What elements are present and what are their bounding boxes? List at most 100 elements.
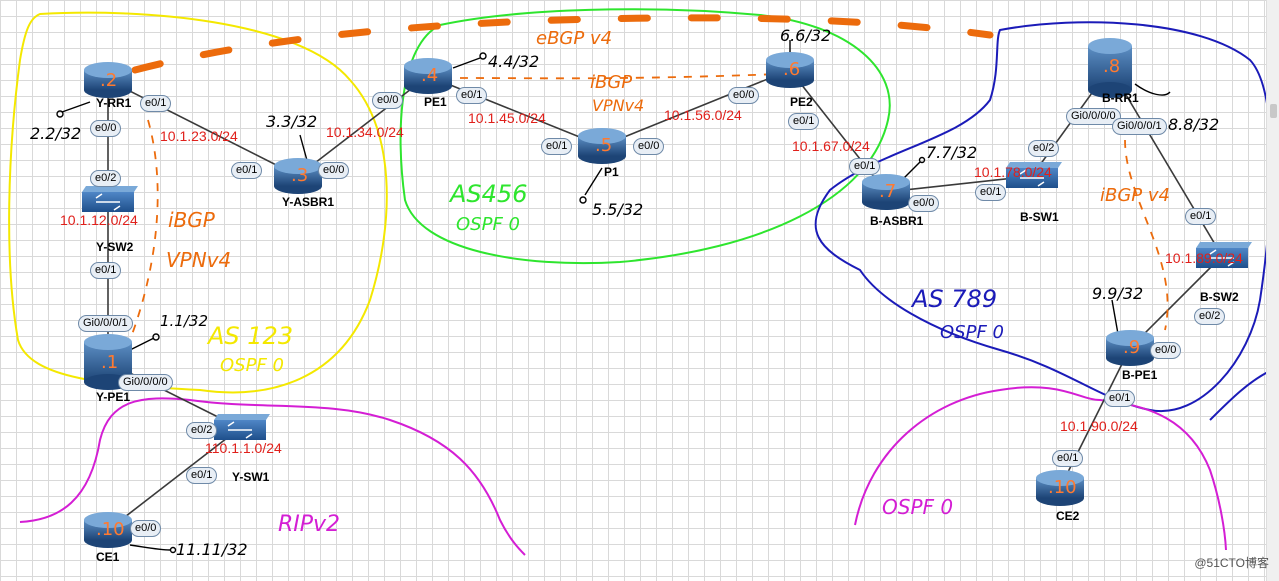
port-b-rr1-gi0-0-0-1: Gi0/0/0/1 [1112,118,1167,135]
router-pe2[interactable] [766,52,814,88]
badge-y-pe1: .1 [101,352,119,373]
port-y-sw2-e0-1: e0/1 [90,262,122,279]
ospf-bottom-label: OSPF 0 [882,495,954,519]
badge-ce1: .10 [96,519,125,540]
lo-ce1: 11.11/32 [176,540,248,559]
net-10-1-45: 10.1.45.0/24 [468,110,546,126]
port-y-asbr1-e0-0: e0/0 [318,162,350,179]
ospf-bottom-outline-right [1209,369,1273,421]
label-b-pe1: B-PE1 [1122,368,1158,382]
badge-pe1: .4 [421,65,439,86]
label-y-asbr1: Y-ASBR1 [282,195,335,209]
as789-label: AS 789 [912,285,998,313]
switch-y-sw2[interactable] [82,186,138,212]
router-y-asbr1[interactable] [274,158,322,194]
lo-pe2: 6.6/32 [780,26,832,45]
ebgp-arc [131,14,994,74]
router-pe1[interactable] [404,58,452,94]
ibgp-mid-vpnv4: VPNv4 [592,96,645,115]
ibgp-mid: iBGP [590,72,633,93]
port-y-rr1-e0-1: e0/1 [140,95,172,112]
lo-pe1: 4.4/32 [488,52,540,71]
switch-y-sw1[interactable] [214,414,270,440]
label-b-rr1: B-RR1 [1102,91,1139,105]
lo-b-pe1: 9.9/32 [1092,284,1144,303]
port-y-asbr1-e0-1: e0/1 [231,162,263,179]
vertical-scrollbar[interactable] [1266,0,1279,581]
label-y-pe1: Y-PE1 [96,390,131,404]
label-pe1: PE1 [424,95,447,109]
net-10-1-90: 10.1.90.0/24 [1060,418,1138,434]
loopback-ink [56,40,1171,554]
router-ce2[interactable] [1036,470,1084,506]
router-y-rr1[interactable] [84,62,132,98]
port-y-rr1-e0-0: e0/0 [90,120,122,137]
switch-b-sw2[interactable] [1196,242,1252,268]
lo-p1: 5.5/32 [592,200,644,219]
router-b-rr1[interactable] [1088,38,1132,98]
ripv2-outline [19,397,526,556]
port-y-sw2-e0-2: e0/2 [90,170,122,187]
router-b-asbr1[interactable] [862,174,910,210]
port-y-pe1-gi0-0-0-1: Gi0/0/0/1 [78,315,133,332]
as123-ospf: OSPF 0 [220,355,284,376]
lo-b-rr1: 8.8/32 [1168,115,1220,134]
lo-b-asbr1: 7.7/32 [926,143,978,162]
lo-y-pe1: 1.1/32 [160,312,208,330]
label-b-sw2: B-SW2 [1200,290,1239,304]
as789-outline [814,21,1273,413]
router-ce1[interactable] [84,512,132,548]
net-10-1-89: 10.1.89.0/24 [1165,250,1243,266]
port-b-sw1-e0-2: e0/2 [1028,140,1060,157]
port-b-sw1-e0-1: e0/1 [975,184,1007,201]
badge-y-rr1: .2 [100,70,118,91]
port-b-pe1-e0-1: e0/1 [1104,390,1136,407]
port-b-sw2-e0-1: e0/1 [1185,208,1217,225]
badge-b-pe1: .9 [1123,337,1141,358]
label-ce2: CE2 [1056,509,1080,523]
as456-label: AS456 [450,180,528,208]
lo-y-rr1: 2.2/32 [30,124,82,143]
label-pe2: PE2 [790,95,813,109]
badge-b-asbr1: .7 [879,181,897,202]
port-pe2-e0-1: e0/1 [788,113,820,130]
net-110-1-1: 110.1.1.0/24 [205,440,282,456]
port-ce1-e0-0: e0/0 [130,520,162,537]
port-y-pe1-gi0-0-0-0: Gi0/0/0/0 [118,374,173,391]
badge-y-asbr1: .3 [291,165,309,186]
port-b-pe1-e0-0: e0/0 [1150,342,1182,359]
as789-ospf: OSPF 0 [940,322,1004,343]
as456-ospf: OSPF 0 [456,214,520,235]
net-10-1-12: 10.1.12.0/24 [60,212,138,228]
label-p1: P1 [604,165,619,179]
ibgp-left: iBGP [168,208,215,232]
net-10-1-78: 10.1.78.0/24 [974,164,1052,180]
label-ce1: CE1 [96,550,120,564]
net-10-1-67: 10.1.67.0/24 [792,138,870,154]
port-y-sw1-e0-1: e0/1 [186,467,218,484]
watermark: @51CTO博客 [1194,556,1269,570]
label-y-sw1: Y-SW1 [232,470,270,484]
switch-b-sw1[interactable] [1006,162,1062,188]
net-10-1-34: 10.1.34.0/24 [326,124,404,140]
ibgp-right: iBGP v4 [1100,185,1170,206]
label-y-rr1: Y-RR1 [96,96,132,110]
badge-ce2: .10 [1048,477,1077,498]
lo-y-asbr1: 3.3/32 [266,112,318,131]
router-p1[interactable] [578,128,626,164]
port-y-sw1-e0-2: e0/2 [186,422,218,439]
as456-outline [399,8,891,265]
ibgp-left-vpnv4: VPNv4 [166,248,232,272]
scrollbar-thumb[interactable] [1270,104,1277,118]
port-b-rr1-gi0-0-0-0: Gi0/0/0/0 [1066,108,1121,125]
badge-pe2: .6 [783,59,801,80]
ospf-bottom-outline [854,386,1227,551]
ibgp-dashes [129,73,1169,341]
port-b-asbr1-e0-1: e0/1 [849,158,881,175]
label-b-sw1: B-SW1 [1020,210,1059,224]
badge-p1: .5 [595,135,613,156]
ebgp-label: eBGP v4 [536,28,613,49]
router-b-pe1[interactable] [1106,330,1154,366]
as123-outline [8,11,388,394]
